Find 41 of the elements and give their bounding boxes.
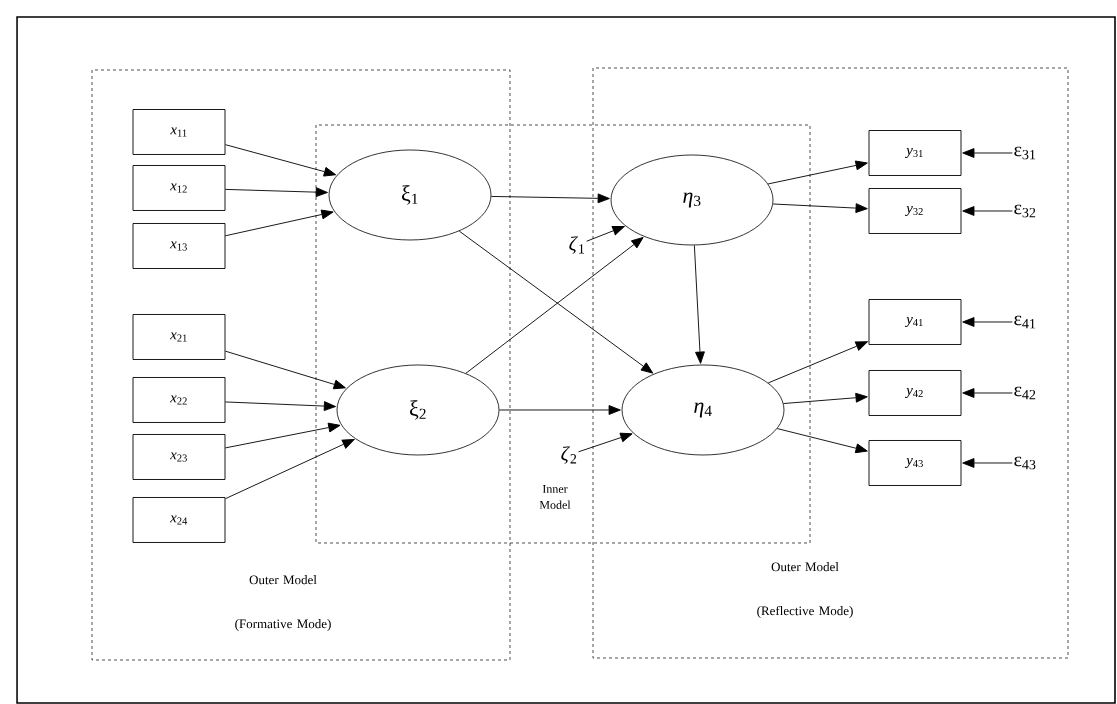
arrow bbox=[767, 160, 868, 185]
arrow bbox=[225, 209, 334, 237]
variable-box: x$_{13}$ bbox=[132, 223, 226, 269]
variable-box: x$_{11}$ bbox=[132, 109, 226, 155]
arrow bbox=[586, 226, 625, 242]
variable-box: y$_{32}$ bbox=[868, 188, 962, 234]
variable-box: y$_{41}$ bbox=[868, 299, 962, 345]
arrow bbox=[225, 422, 341, 449]
arrow bbox=[962, 148, 1013, 158]
variable-box: y$_{31}$ bbox=[868, 130, 962, 176]
arrow bbox=[962, 317, 1013, 327]
arrow bbox=[783, 392, 868, 404]
arrow bbox=[498, 405, 621, 415]
arrow bbox=[578, 432, 633, 453]
arrow bbox=[962, 388, 1013, 398]
variable-box: x$_{22}$ bbox=[132, 377, 226, 423]
arrow bbox=[225, 350, 346, 390]
variable-box: x$_{23}$ bbox=[132, 434, 226, 480]
variable-box: x$_{24}$ bbox=[132, 497, 226, 543]
arrow bbox=[490, 193, 610, 204]
variable-box: x$_{21}$ bbox=[132, 314, 226, 360]
arrow bbox=[225, 438, 355, 500]
arrow bbox=[225, 401, 337, 411]
symbol-label: ε$_{32}$ bbox=[1014, 204, 1036, 218]
variable-box: y$_{43}$ bbox=[868, 440, 962, 486]
symbol-label: ε$_{31}$ bbox=[1014, 146, 1036, 160]
arrow bbox=[962, 458, 1013, 468]
variable-box: y$_{42}$ bbox=[868, 370, 962, 416]
symbol-label: ζ$_{1}$ bbox=[569, 236, 585, 254]
arrow bbox=[772, 203, 868, 213]
arrow bbox=[767, 341, 868, 384]
arrow bbox=[225, 187, 328, 198]
symbol-label: ε$_{41}$ bbox=[1014, 315, 1036, 329]
arrow bbox=[962, 206, 1013, 216]
arrow bbox=[693, 244, 705, 364]
arrow bbox=[225, 144, 337, 177]
symbol-label: ζ$_{2}$ bbox=[561, 446, 577, 464]
arrow bbox=[776, 428, 868, 454]
symbol-label: ε$_{42}$ bbox=[1014, 386, 1036, 400]
symbol-label: ε$_{43}$ bbox=[1014, 456, 1036, 470]
variable-box: x$_{12}$ bbox=[132, 165, 226, 211]
